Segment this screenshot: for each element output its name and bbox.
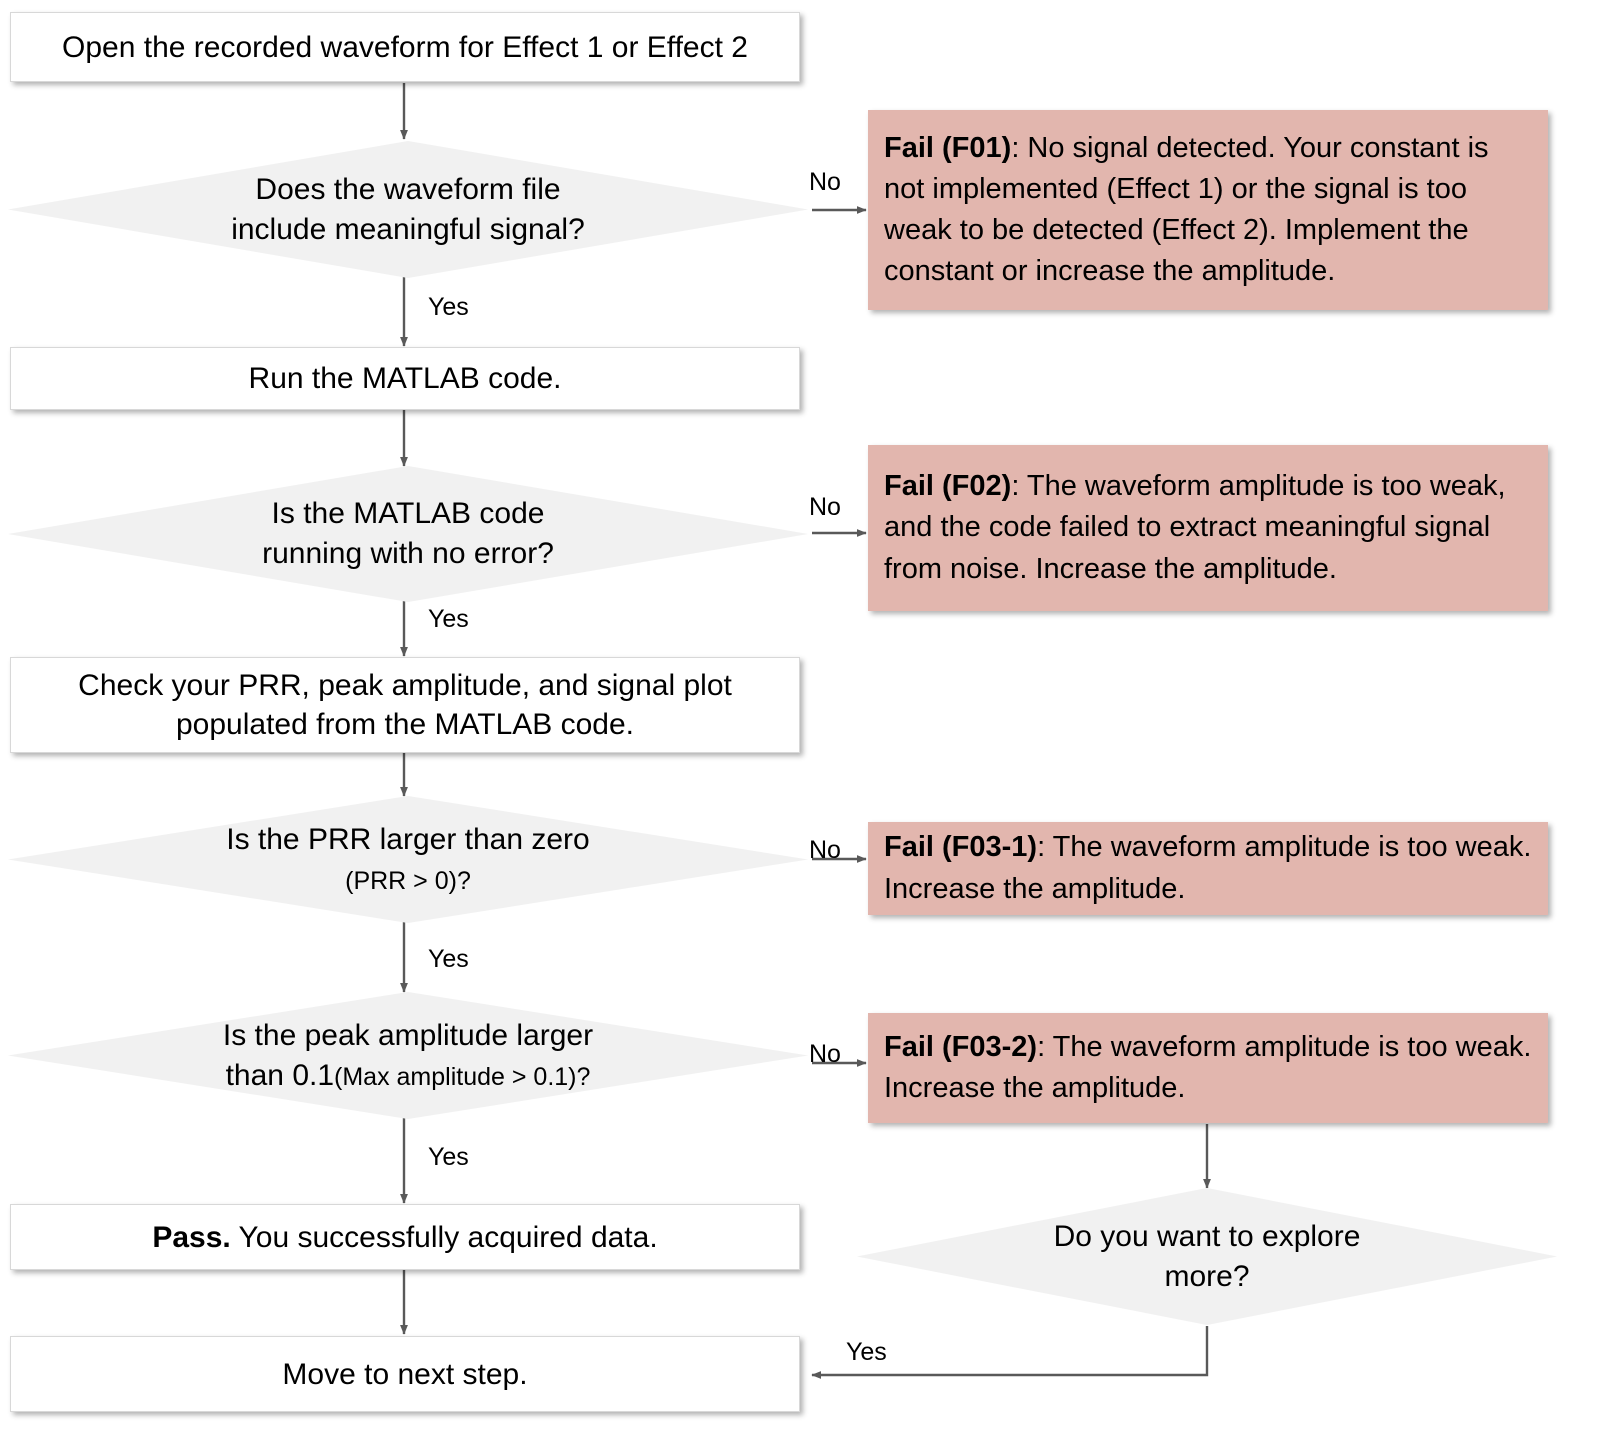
node-decision-explore-more[interactable]: Do you want to explore more? — [857, 1188, 1557, 1325]
node-decision-peak-amplitude-label: Is the peak amplitude larger than 0.1(Ma… — [222, 1018, 594, 1092]
node-fail-f03-1-text: Fail (F03-1): The waveform amplitude is … — [884, 831, 1532, 905]
node-decision-explore-more-label: Do you want to explore more? — [1053, 1219, 1361, 1293]
node-fail-f02[interactable]: Fail (F02): The waveform amplitude is to… — [868, 445, 1548, 611]
node-decision-matlab-no-error[interactable]: Is the MATLAB code running with no error… — [8, 466, 808, 602]
node-decision-peak-amplitude[interactable]: Is the peak amplitude larger than 0.1(Ma… — [8, 992, 808, 1119]
node-fail-f03-1[interactable]: Fail (F03-1): The waveform amplitude is … — [868, 822, 1548, 915]
node-check-prr[interactable]: Check your PRR, peak amplitude, and sign… — [10, 657, 800, 753]
edge-label-d4-yes: Yes — [428, 1143, 469, 1171]
node-pass[interactable]: Pass. You successfully acquired data. — [10, 1204, 800, 1270]
edge-label-d1-no: No — [809, 168, 841, 196]
node-pass-label: Pass. You successfully acquired data. — [152, 1220, 658, 1254]
edge-label-d1-yes: Yes — [428, 293, 469, 321]
node-decision-prr-gt-zero-label: Is the PRR larger than zero (PRR > 0)? — [226, 822, 590, 895]
node-open-waveform-label: Open the recorded waveform for Effect 1 … — [62, 30, 748, 64]
node-decision-meaningful-signal-label: Does the waveform file include meaningfu… — [231, 172, 585, 246]
node-decision-prr-gt-zero[interactable]: Is the PRR larger than zero (PRR > 0)? — [8, 796, 808, 923]
node-run-matlab[interactable]: Run the MATLAB code. — [10, 347, 800, 410]
edge-label-d2-no: No — [809, 493, 841, 521]
edge-label-d3-yes: Yes — [428, 945, 469, 973]
node-decision-matlab-no-error-label: Is the MATLAB code running with no error… — [262, 497, 554, 570]
node-fail-f01[interactable]: Fail (F01): No signal detected. Your con… — [868, 110, 1548, 310]
node-open-waveform[interactable]: Open the recorded waveform for Effect 1 … — [10, 12, 800, 82]
node-move-next-step[interactable]: Move to next step. — [10, 1336, 800, 1412]
edge-label-d2-yes: Yes — [428, 605, 469, 633]
node-move-next-step-label: Move to next step. — [282, 1357, 528, 1391]
edge-label-d5-yes: Yes — [846, 1338, 887, 1366]
node-fail-f02-text: Fail (F02): The waveform amplitude is to… — [884, 470, 1506, 585]
edge-label-d3-no: No — [809, 836, 841, 864]
node-fail-f03-2[interactable]: Fail (F03-2): The waveform amplitude is … — [868, 1013, 1548, 1123]
node-check-prr-label: Check your PRR, peak amplitude, and sign… — [78, 669, 732, 741]
node-fail-f01-text: Fail (F01): No signal detected. Your con… — [884, 131, 1489, 288]
node-fail-f03-2-text: Fail (F03-2): The waveform amplitude is … — [884, 1030, 1532, 1104]
node-run-matlab-label: Run the MATLAB code. — [248, 362, 562, 395]
edge-label-d4-no: No — [809, 1040, 841, 1068]
node-decision-meaningful-signal[interactable]: Does the waveform file include meaningfu… — [8, 141, 808, 278]
